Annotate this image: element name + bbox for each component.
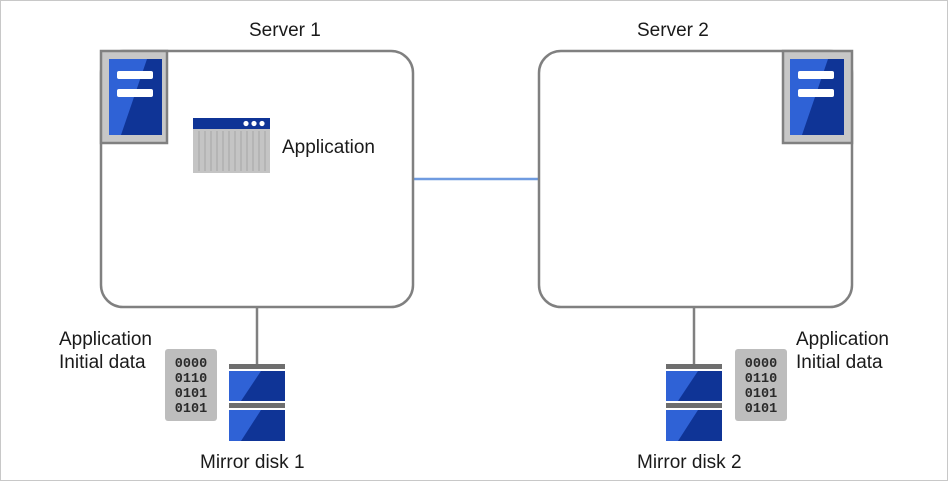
binary-row: 0101 bbox=[745, 402, 777, 417]
mirror-disk-2-label: Mirror disk 2 bbox=[637, 452, 742, 473]
initial-data-2-line1: Application bbox=[796, 329, 889, 350]
application-label: Application bbox=[282, 137, 375, 158]
binary-data-icon-2: 0000 0110 0101 0101 bbox=[735, 349, 787, 421]
application-window-icon bbox=[193, 118, 270, 173]
initial-data-2-line2: Initial data bbox=[796, 352, 883, 373]
mirror-disk-1-label: Mirror disk 1 bbox=[200, 452, 305, 473]
binary-row: 0110 bbox=[745, 372, 777, 387]
binary-row: 0101 bbox=[745, 387, 777, 402]
server-2-icon bbox=[781, 49, 854, 145]
binary-row: 0110 bbox=[175, 372, 207, 387]
server-1-box bbox=[99, 49, 415, 309]
initial-data-1-line2: Initial data bbox=[59, 352, 146, 373]
binary-row: 0101 bbox=[175, 402, 207, 417]
initial-data-1-line1: Application bbox=[59, 329, 152, 350]
mirror-disk-2-icon bbox=[666, 364, 722, 441]
server-2-title: Server 2 bbox=[637, 20, 709, 41]
server-2-box bbox=[537, 49, 854, 309]
server-1-title: Server 1 bbox=[249, 20, 321, 41]
server-1-icon bbox=[99, 49, 169, 145]
binary-row: 0101 bbox=[175, 387, 207, 402]
binary-row: 0000 bbox=[745, 357, 777, 372]
binary-row: 0000 bbox=[175, 357, 207, 372]
binary-data-icon-1: 0000 0110 0101 0101 bbox=[165, 349, 217, 421]
mirror-disk-1-icon bbox=[229, 364, 285, 441]
